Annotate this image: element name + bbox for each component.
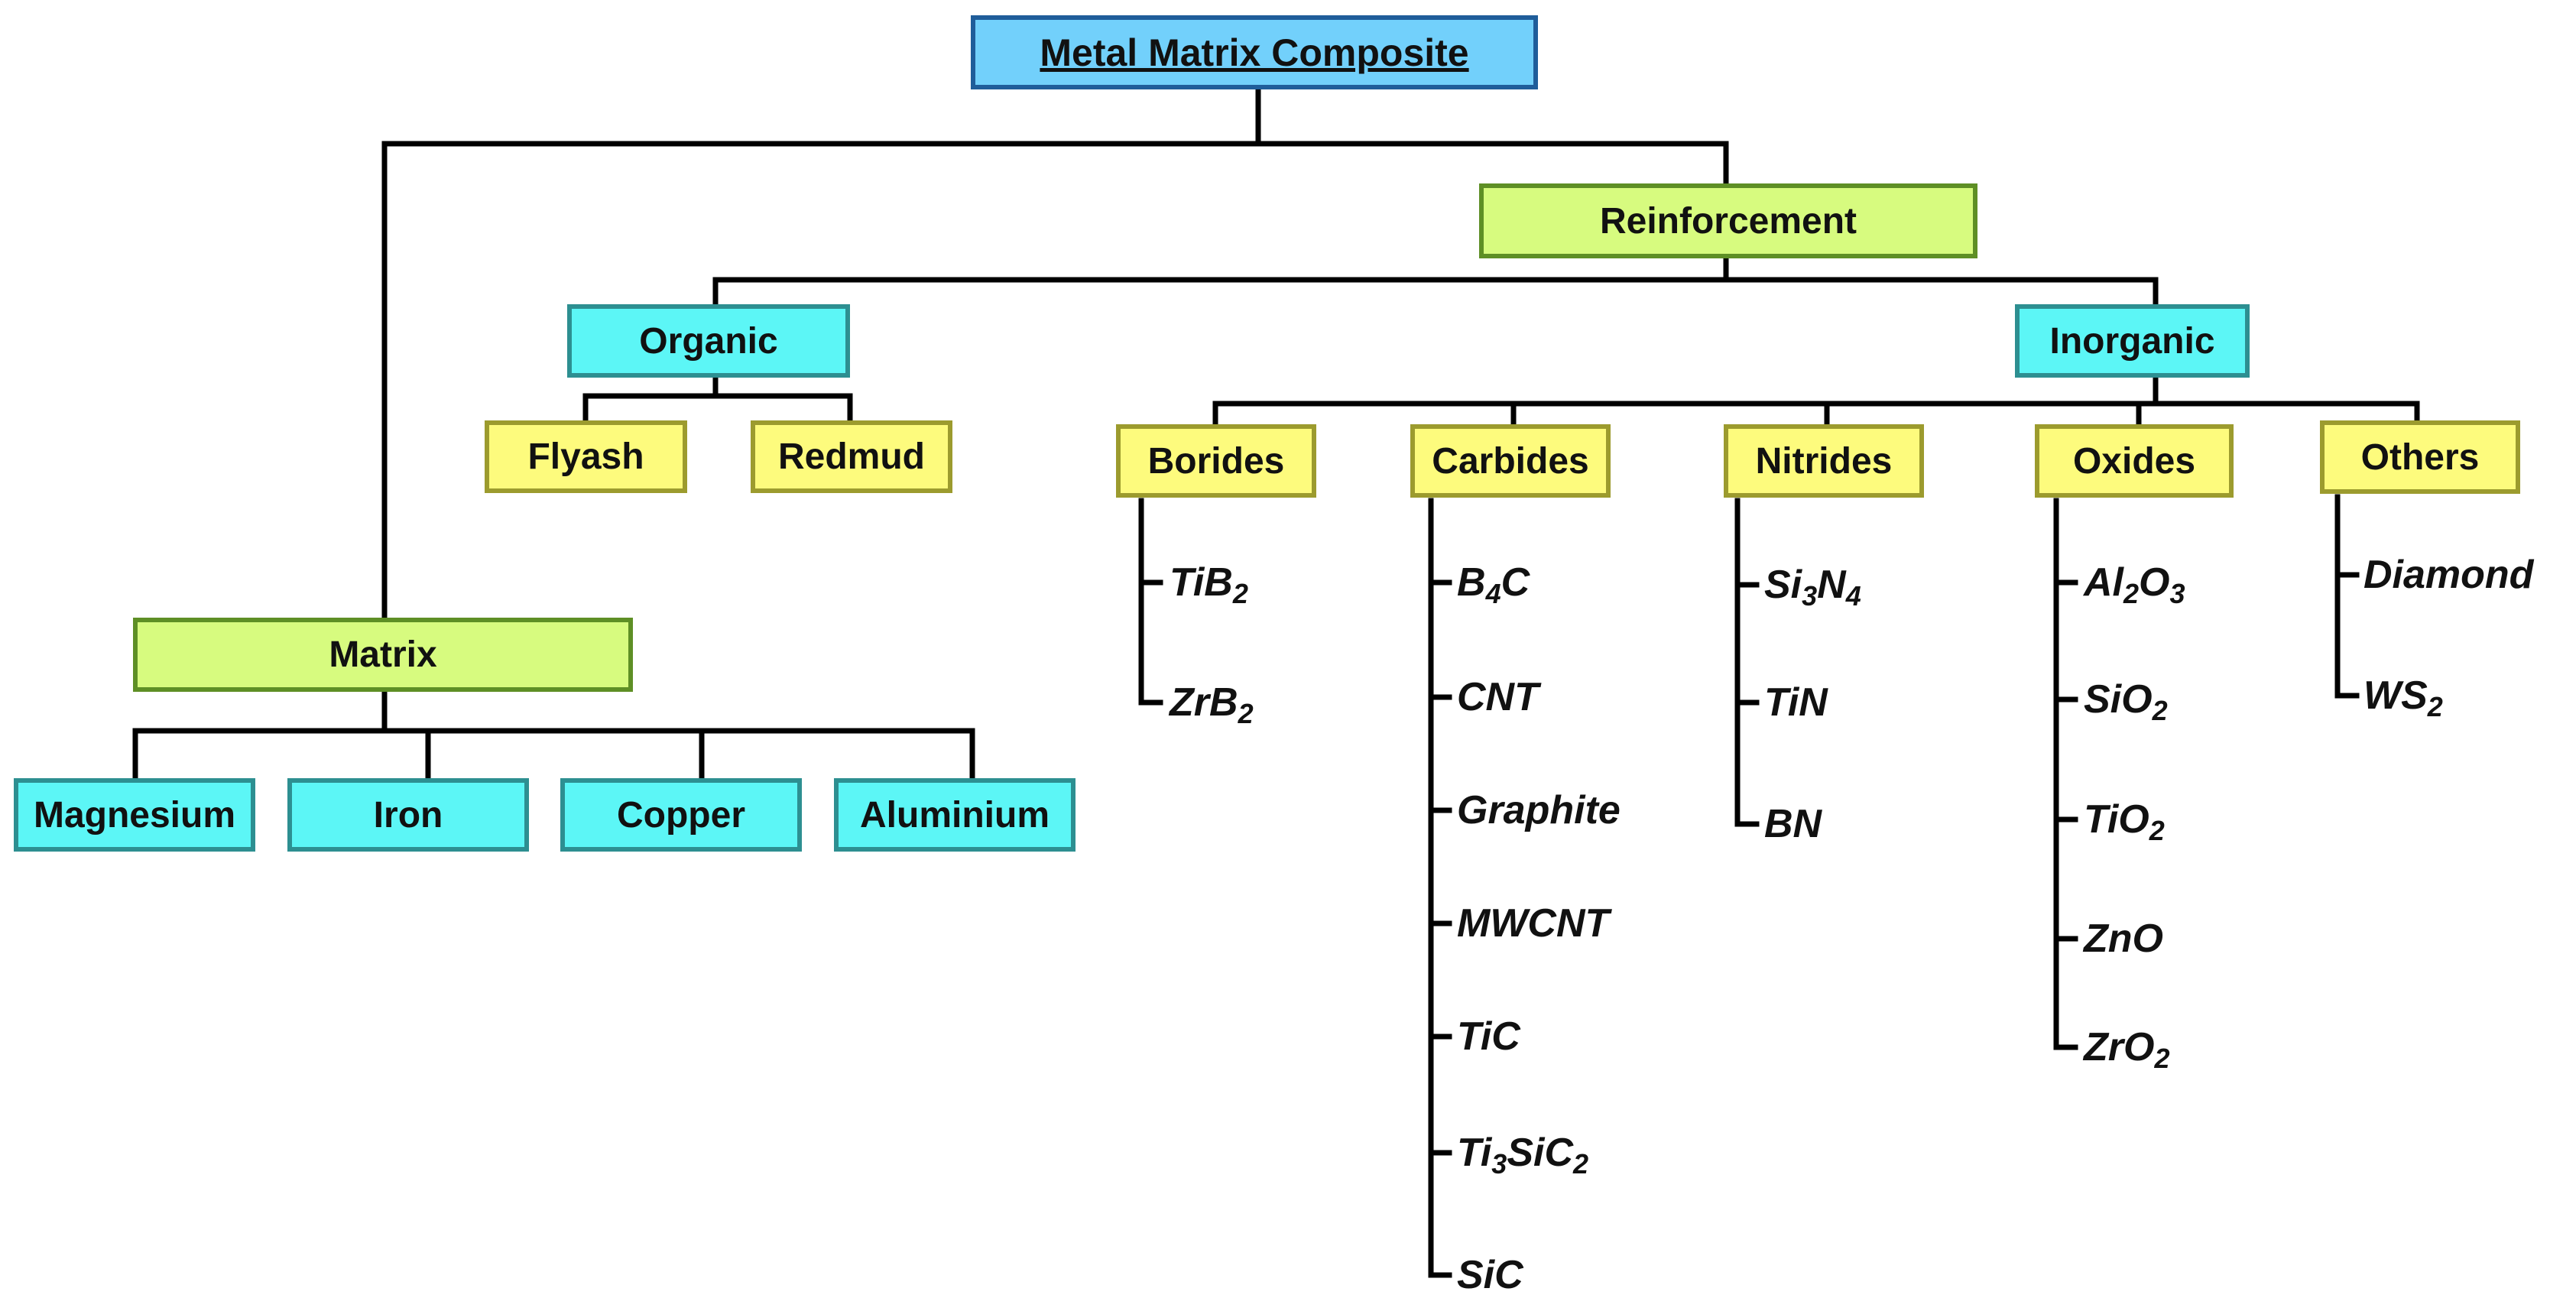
aluminium-box: Aluminium <box>834 778 1075 852</box>
leaf-oxides-3: ZnO <box>2084 917 2163 961</box>
leaf-others-0: Diamond <box>2363 553 2534 597</box>
leaf-carbides-3: MWCNT <box>1457 901 1610 946</box>
leaf-oxides-4: ZrO2 <box>2084 1025 2170 1074</box>
matrix-box: Matrix <box>133 618 633 692</box>
organic-box: Organic <box>567 304 850 378</box>
copper-box: Copper <box>560 778 802 852</box>
magnesium-box: Magnesium <box>14 778 255 852</box>
leaf-carbides-5: Ti3SiC2 <box>1457 1131 1589 1180</box>
borides-box: Borides <box>1116 424 1316 498</box>
leaf-others-1: WS2 <box>2363 673 2443 722</box>
leaf-carbides-4: TiC <box>1457 1014 1520 1059</box>
leaf-oxides-1: SiO2 <box>2084 677 2168 726</box>
redmud-box: Redmud <box>751 420 952 493</box>
inorganic-box: Inorganic <box>2015 304 2250 378</box>
leaf-borides-0: TiB2 <box>1170 560 1248 609</box>
flyash-box: Flyash <box>485 420 687 493</box>
leaf-oxides-2: TiO2 <box>2084 797 2165 846</box>
oxides-box: Oxides <box>2035 424 2234 498</box>
leaf-nitrides-1: TiN <box>1764 680 1828 725</box>
leaf-carbides-0: B4C <box>1457 560 1530 609</box>
leaf-borides-1: ZrB2 <box>1170 680 1254 729</box>
reinforcement-box: Reinforcement <box>1479 183 1977 258</box>
leaf-carbides-1: CNT <box>1457 675 1539 719</box>
others-box: Others <box>2320 420 2520 494</box>
leaf-oxides-0: Al2O3 <box>2084 560 2185 609</box>
iron-box: Iron <box>287 778 529 852</box>
carbides-box: Carbides <box>1410 424 1611 498</box>
root-box: Metal Matrix Composite <box>971 15 1538 89</box>
leaf-nitrides-0: Si3N4 <box>1764 563 1861 612</box>
leaf-nitrides-2: BN <box>1764 802 1822 846</box>
nitrides-box: Nitrides <box>1724 424 1924 498</box>
leaf-carbides-2: Graphite <box>1457 788 1621 832</box>
leaf-carbides-6: SiC <box>1457 1253 1523 1297</box>
